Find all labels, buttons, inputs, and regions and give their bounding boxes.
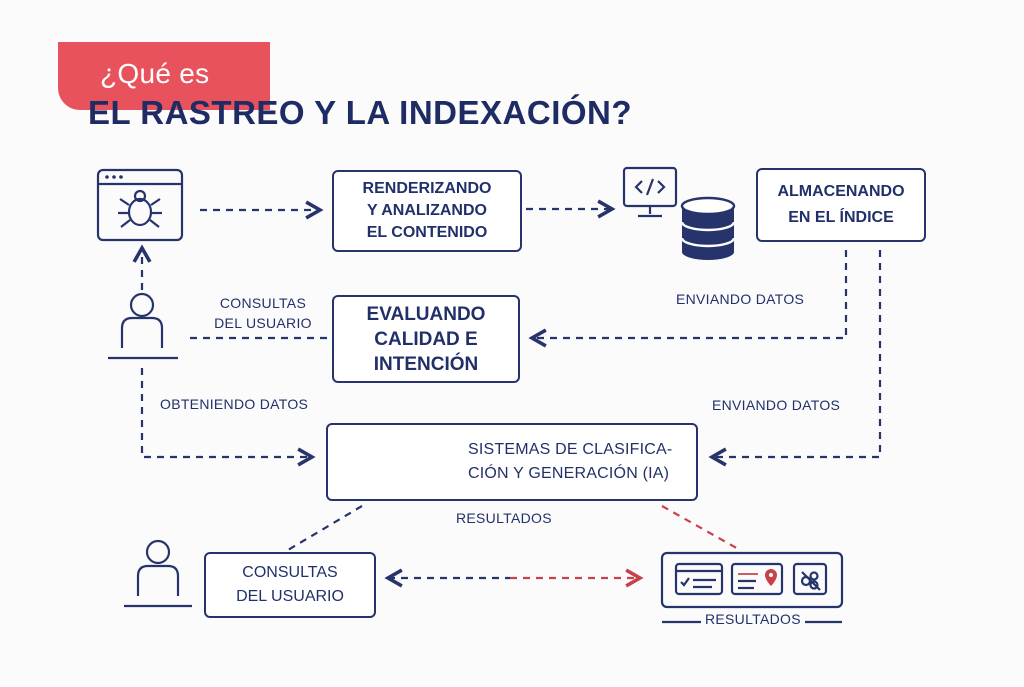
node-ranking: SISTEMAS DE CLASIFICA- CIÓN Y GENERACIÓN… [326,423,698,501]
arrow-store-to-evaluate [528,250,848,348]
checklist-card-icon [674,562,724,596]
label-sending-data-1: ENVIANDO DATOS [676,291,805,307]
browser-bug-icon [96,168,184,242]
title-tab [58,42,270,110]
image-card-icon [792,562,828,596]
line-ranking-to-results [661,505,741,551]
database-icon [680,196,736,260]
node-evaluate: EVALUANDO CALIDAD E INTENCIÓN [332,295,520,383]
line-ranking-to-queries [287,505,363,551]
label-sending-data-2: ENVIANDO DATOS [712,397,841,413]
node-ranking-label: SISTEMAS DE CLASIFICA- CIÓN Y GENERACIÓN… [468,441,673,482]
node-evaluate-label: EVALUANDO CALIDAD E INTENCIÓN [366,303,486,375]
map-pin-card-icon-results [730,562,784,596]
node-render-label: RENDERIZANDO Y ANALIZANDO EL CONTENIDO [362,180,492,241]
arrow-store-to-ranking [708,250,882,467]
node-user-queries-label: CONSULTAS DEL USUARIO [236,564,344,605]
node-store-label: ALMACENANDO EN EL ÍNDICE [777,183,905,226]
label-results-2: RESULTADOS [701,611,805,627]
label-obtaining-data: OBTENIENDO DATOS [160,396,309,412]
user-laptop-icon [108,292,178,360]
node-user-queries: CONSULTAS DEL USUARIO [204,552,376,618]
code-monitor-icon [622,166,678,218]
arrow-user-to-ranking [140,368,316,467]
label-user-queries: CONSULTAS DEL USUARIO [214,295,312,331]
page-title: EL RASTREO Y LA INDEXACIÓN? [88,94,633,131]
node-render: RENDERIZANDO Y ANALIZANDO EL CONTENIDO [332,170,522,252]
title-kicker: ¿Qué es [100,58,210,89]
node-store: ALMACENANDO EN EL ÍNDICE [756,168,926,242]
user-laptop-icon-bottom [124,539,192,608]
results-panel [660,551,844,609]
label-results-1: RESULTADOS [456,510,552,526]
